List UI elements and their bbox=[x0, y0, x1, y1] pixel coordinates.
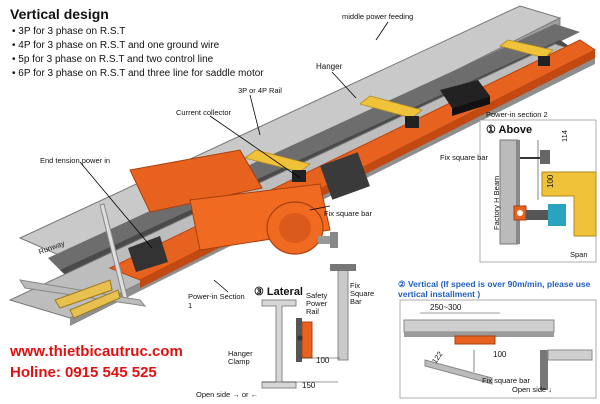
vertical-fix-bar: Fix square bar bbox=[482, 376, 530, 385]
above-beam-label: Factory H Beam bbox=[492, 175, 501, 230]
lateral-dim-100: 100 bbox=[316, 356, 330, 365]
leader-lines bbox=[79, 21, 389, 293]
lateral-safety-rail: Safety Power Rail bbox=[306, 291, 328, 316]
lateral-title: ③ Lateral bbox=[254, 286, 303, 298]
vertical-beam bbox=[403, 319, 555, 333]
vertical-dim-range: 250~300 bbox=[430, 303, 462, 312]
page-title: Vertical design bbox=[10, 6, 109, 22]
collector-block bbox=[320, 152, 370, 200]
lateral-fix-bar: Fix Square Bar bbox=[350, 281, 375, 306]
hanger-2 bbox=[359, 95, 423, 119]
label-power-in-2: Power-in section 2 bbox=[486, 110, 548, 119]
above-detail bbox=[479, 119, 597, 263]
label-fix-bar-main: Fix square bar bbox=[324, 209, 372, 218]
above-dim-114: 114 bbox=[560, 130, 569, 142]
label-collector: Current collector bbox=[176, 108, 232, 117]
lateral-open-side: Open side → or ← bbox=[196, 390, 259, 399]
label-middle-feeding: middle power feeding bbox=[342, 12, 414, 21]
hanger-1 bbox=[244, 149, 311, 173]
vertical-open-side: Open side ↓ bbox=[512, 385, 553, 394]
vertical-dim-100: 100 bbox=[493, 350, 507, 359]
contact-hotline: Holine: 0915 545 525 bbox=[10, 364, 157, 381]
label-hanger: Hanger bbox=[316, 62, 343, 71]
lateral-i-beam bbox=[261, 299, 297, 389]
current-collector-assembly bbox=[129, 149, 370, 255]
middle-feed-box bbox=[440, 80, 490, 116]
label-power-in-1: Power-in Section 1 bbox=[188, 292, 245, 310]
contact-website[interactable]: www.thietbicautruc.com bbox=[10, 343, 183, 360]
above-dim-100: 100 bbox=[546, 174, 555, 188]
bullet-3: • 5p for 3 phase on R.S.T and two contro… bbox=[12, 54, 214, 65]
lateral-hanger-clamp: Hanger Clamp bbox=[228, 349, 253, 366]
label-end-tension: End tension power in bbox=[40, 156, 111, 165]
above-fix-bar: Fix square bar bbox=[440, 153, 488, 162]
hanger-3 bbox=[499, 39, 554, 59]
bullet-2: • 4P for 3 phase on R.S.T and one ground… bbox=[12, 40, 220, 51]
end-tension-power-in bbox=[18, 203, 168, 319]
lateral-dim-150: 150 bbox=[302, 381, 316, 390]
above-span: Span bbox=[570, 250, 588, 259]
label-rail: 3P or 4P Rail bbox=[238, 86, 282, 95]
bullet-1: • 3P for 3 phase on R.S.T bbox=[12, 26, 126, 37]
vertical-detail bbox=[399, 299, 597, 399]
lateral-fix-bar bbox=[337, 269, 349, 361]
above-title: ① Above bbox=[486, 124, 533, 136]
vertical-title: ② Vertical (If speed is over 90m/min, pl… bbox=[398, 279, 591, 299]
vertical-frame bbox=[399, 299, 597, 399]
lateral-rail bbox=[301, 321, 313, 359]
lateral-detail bbox=[261, 264, 356, 389]
hangers bbox=[244, 39, 554, 173]
vertical-rail bbox=[454, 335, 496, 345]
bullet-4: • 6P for 3 phase on R.S.T and three line… bbox=[12, 68, 264, 79]
